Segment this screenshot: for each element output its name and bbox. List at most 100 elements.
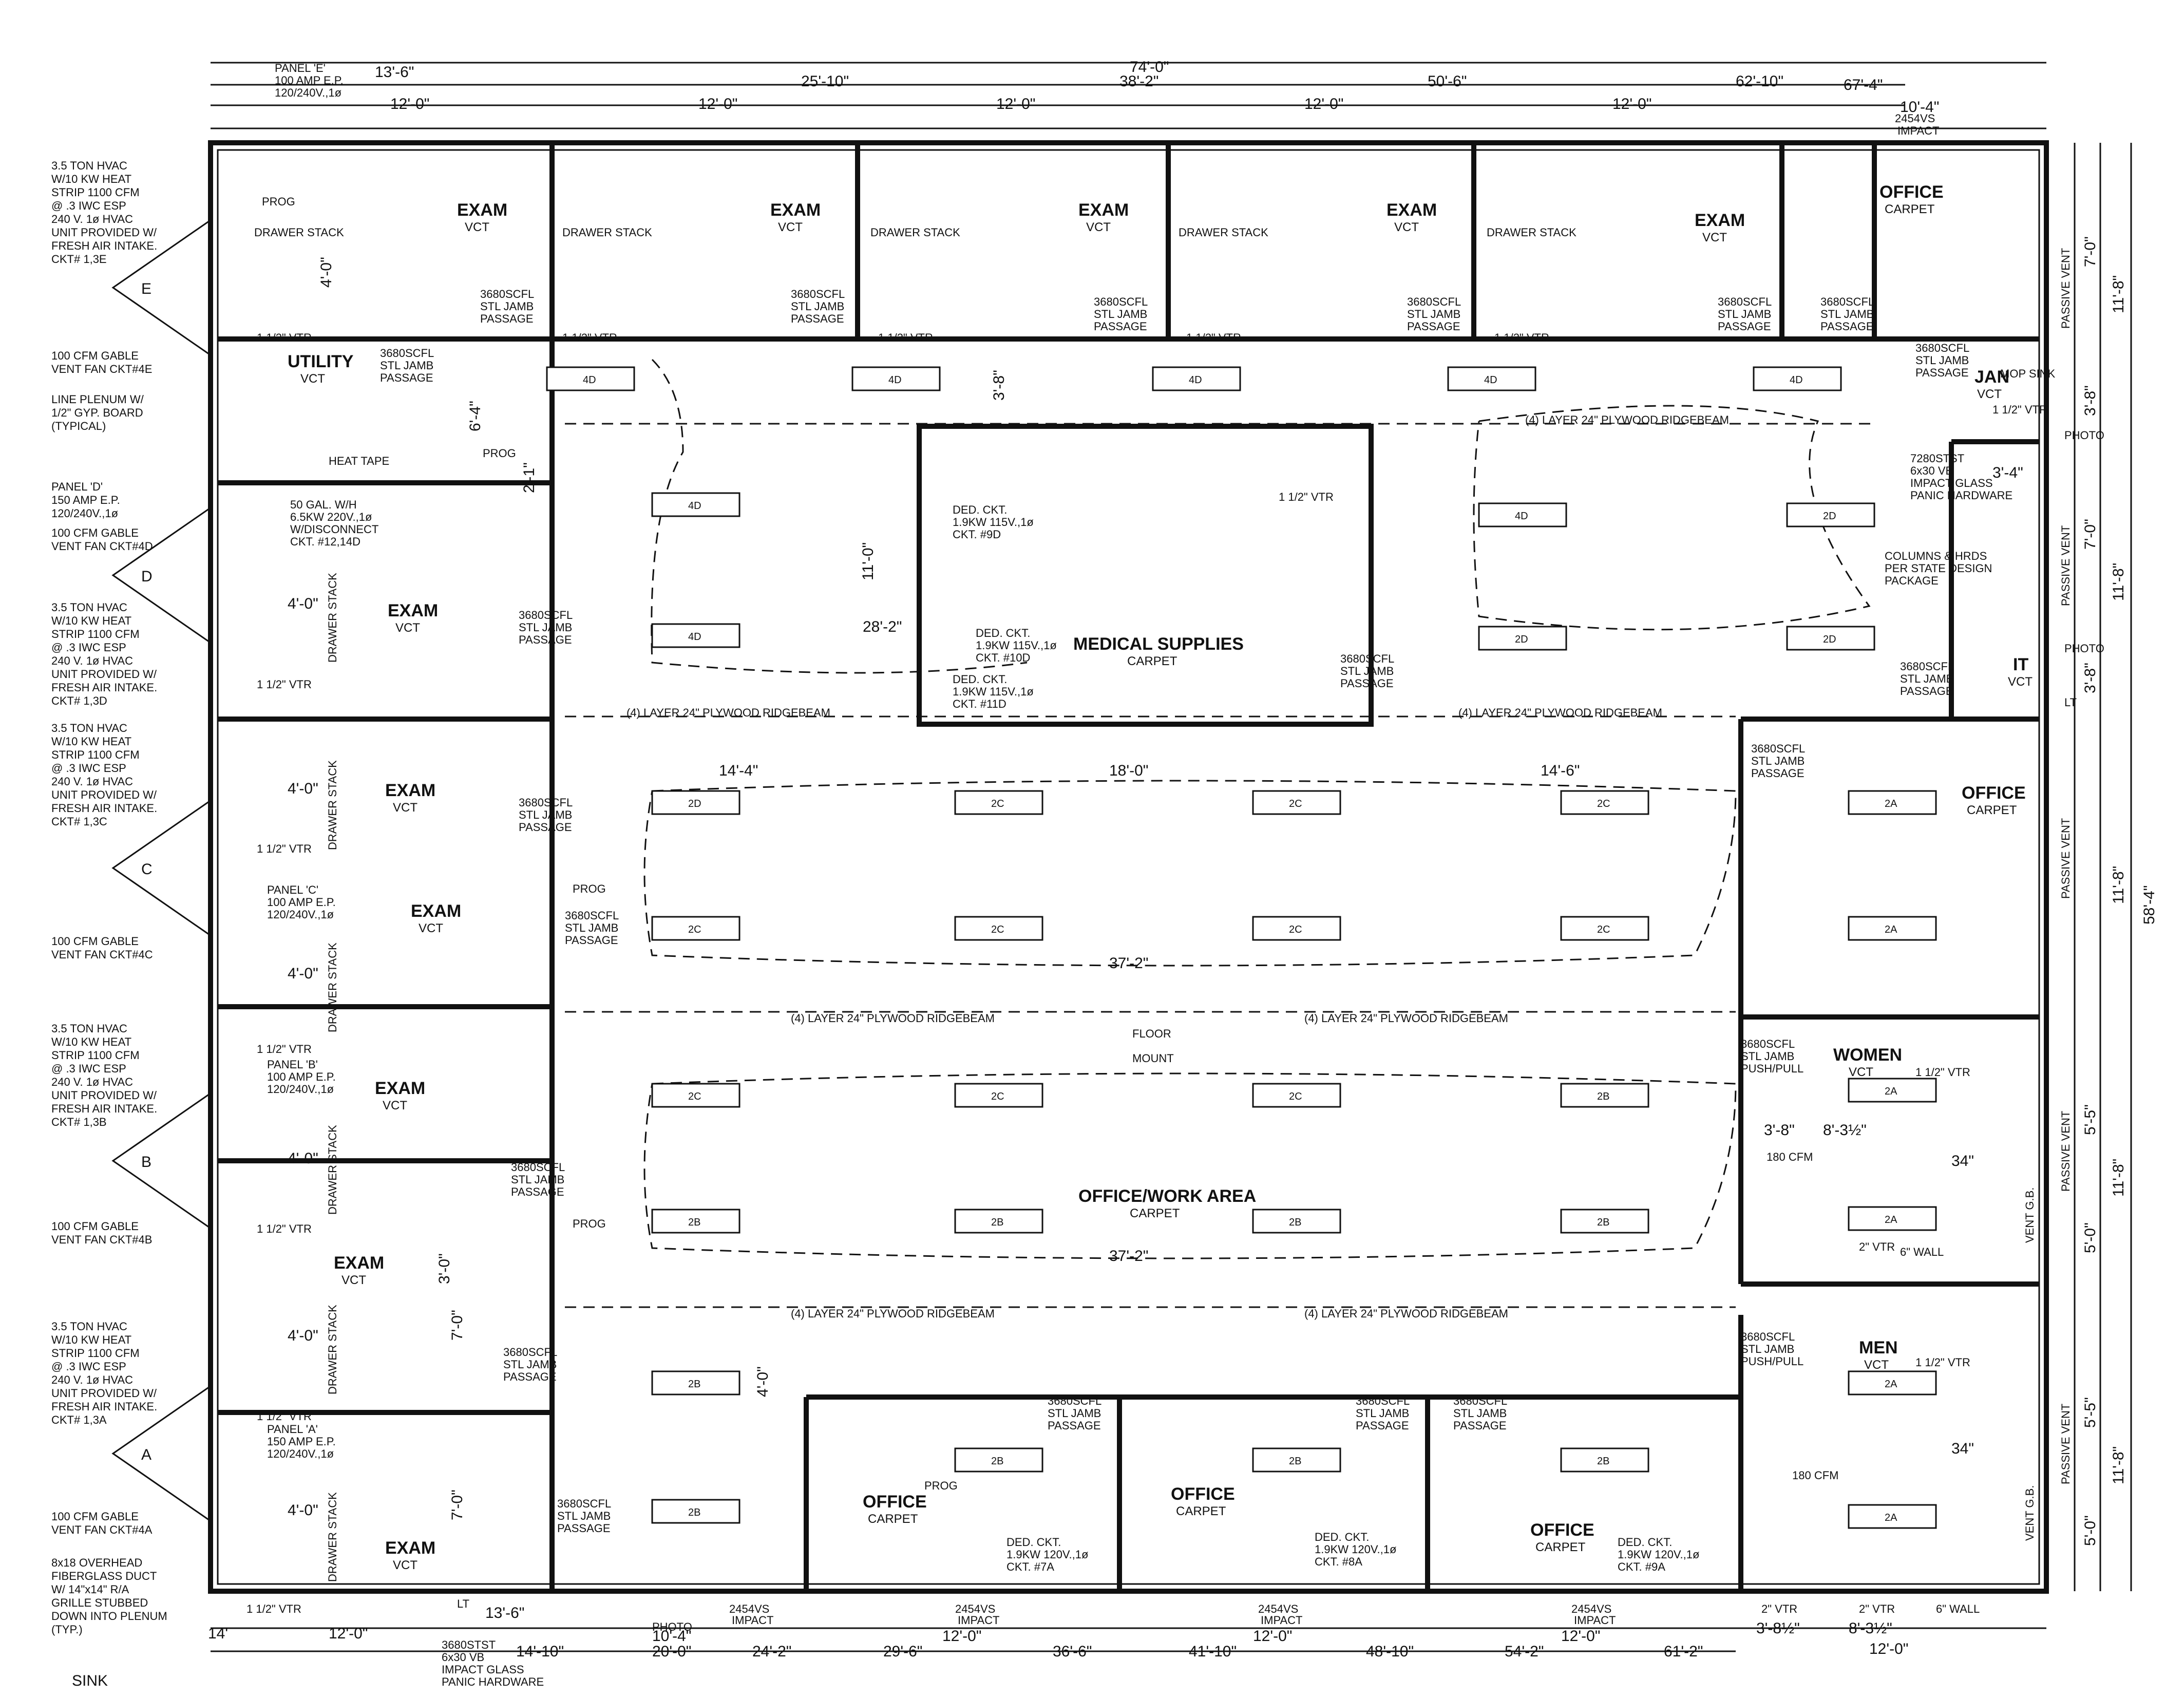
note-gable-d-1: VENT FAN CKT#4D <box>51 540 153 553</box>
prog-4: PROG <box>573 882 606 895</box>
note-hvac-d-3: @ .3 IWC ESP <box>51 641 126 654</box>
dim-b-3-8h: 3'-8½" <box>1756 1620 1800 1637</box>
drawer-stack-c: DRAWER STACK <box>326 760 339 850</box>
note-hvac-c-1: W/10 KW HEAT <box>51 735 131 748</box>
heat-tape: HEAT TAPE <box>329 455 389 467</box>
fixture-tag: 2A <box>1885 1214 1897 1225</box>
room-office-e-finish: CARPET <box>1967 803 2017 817</box>
ridgebeam-label-3: (4) LAYER 24" PLYWOOD RIDGEBEAM <box>1458 706 1662 719</box>
note-door-ne-3: PANIC HARDWARE <box>1910 489 2012 502</box>
room-it: IT <box>2013 655 2028 674</box>
door-label-type: PASSAGE <box>1751 767 1805 780</box>
door-label: 3680SCFL <box>511 1161 565 1174</box>
note-ded-8a-1: 1.9KW 120V.,1ø <box>1315 1543 1396 1556</box>
door-label: 3680SCFL <box>519 609 573 621</box>
note-hvac-d-2: STRIP 1100 CFM <box>51 628 140 640</box>
room-office-s2: OFFICE <box>1171 1484 1235 1504</box>
vtr-3: 1 1/2" VTR <box>878 331 933 344</box>
dim-34-m: 34" <box>1951 1440 1974 1457</box>
exterior-walls <box>208 140 2049 1594</box>
window-impact-s4: IMPACT <box>1574 1614 1616 1627</box>
dim-right-5-0-b: 5'-0" <box>2082 1515 2099 1546</box>
door-label-jamb: STL JAMB <box>503 1358 557 1371</box>
door-label: 3680SCFL <box>1453 1394 1507 1407</box>
note-ded-11d-0: DED. CKT. <box>953 673 1007 686</box>
note-hvac-c-4: 240 V. 1ø HVAC <box>51 775 133 788</box>
room-men: MEN <box>1859 1338 1898 1357</box>
note-gable-e-1: VENT FAN CKT#4E <box>51 363 152 375</box>
room-exam-d: EXAM <box>388 601 438 620</box>
room-office-s3: OFFICE <box>1530 1520 1594 1540</box>
dim-b-41-10: 41'-10" <box>1189 1643 1237 1660</box>
room-exam-c1-finish: VCT <box>393 801 417 815</box>
door-label-type: PASSAGE <box>519 633 572 646</box>
note-door-ne-2: IMPACT GLASS <box>1910 477 1993 489</box>
fixture-tag: 2B <box>1289 1456 1301 1467</box>
dim-11-0: 11'-0" <box>860 542 877 580</box>
dim-4-0-b: 4'-0" <box>288 965 318 982</box>
room-office-s1-finish: CARPET <box>868 1512 918 1526</box>
door-label: 3680SCFL <box>1340 652 1394 665</box>
note-hvac-a-1: W/10 KW HEAT <box>51 1333 131 1346</box>
note-duct-4: DOWN INTO PLENUM <box>51 1610 167 1623</box>
vtr-11: 1 1/2" VTR <box>257 1222 312 1235</box>
door-label-type: PASSAGE <box>1820 320 1874 333</box>
room-office-work-finish: CARPET <box>1130 1206 1180 1220</box>
note-hvac-a-7: CKT# 1,3A <box>51 1413 107 1426</box>
note-panel-c-2: 120/240V.,1ø <box>267 908 334 921</box>
room-exam-c1: EXAM <box>385 781 435 800</box>
north-partitions <box>218 143 2039 1591</box>
fixture-tag: 2B <box>1597 1217 1609 1228</box>
vtr-8: 1 1/2" VTR <box>257 678 312 691</box>
dim-b-8-3h: 8'-3½" <box>1849 1620 1892 1637</box>
fixture-tag: 2A <box>1885 1379 1897 1390</box>
fixture-tag: 4D <box>888 374 902 386</box>
ridgebeam-label-7: (4) LAYER 24" PLYWOOD RIDGEBEAM <box>1304 1307 1508 1320</box>
door-label-type: PASSAGE <box>1915 366 1969 379</box>
dim-right-3-8-b: 3'-8" <box>2082 663 2099 693</box>
note-hvac-b-5: UNIT PROVIDED W/ <box>51 1089 157 1102</box>
door-label-type: PASSAGE <box>1048 1419 1101 1432</box>
door-label-type: PASSAGE <box>791 312 844 325</box>
note-ded-8a-0: DED. CKT. <box>1315 1531 1369 1543</box>
dim-10-4: 10'-4" <box>1900 99 1939 116</box>
door-label: 3680SCFL <box>1820 295 1874 308</box>
door-label-type: PASSAGE <box>1356 1419 1409 1432</box>
note-hvac-c-6: FRESH AIR INTAKE. <box>51 802 157 815</box>
door-label-type: PASSAGE <box>1407 320 1460 333</box>
top-dimensions: 74'-0" 13'-6" 25'-10" 38'-2" 50'-6" 62'-… <box>211 59 2046 129</box>
fixture-tag: 2B <box>1597 1456 1609 1467</box>
door-label: 3680SCFL <box>1915 342 1969 354</box>
drawer-stack-b: DRAWER STACK <box>326 1125 339 1215</box>
small-labels: 2454VS IMPACT 2454VS IMPACT 2454VS IMPAC… <box>246 112 2104 1633</box>
note-floor-mount-1: MOUNT <box>1132 1052 1174 1065</box>
note-hvac-b-6: FRESH AIR INTAKE. <box>51 1102 157 1115</box>
prog-1: PROG <box>924 1479 958 1492</box>
zone-a: A <box>141 1446 151 1463</box>
note-duct-1: FIBERGLASS DUCT <box>51 1570 157 1582</box>
note-panel-e-0: PANEL 'E' <box>275 62 326 74</box>
window-label-s2: 2454VS <box>955 1602 995 1615</box>
fixture-tag: 2C <box>1597 798 1610 809</box>
note-ded-11d-1: 1.9KW 115V.,1ø <box>953 685 1034 698</box>
vtr-15: 1 1/2" VTR <box>1915 1356 1970 1369</box>
right-dimensions: 11'-8" 7'-0" 3'-8" 7'-0" 11'-8" 3'-8" 11… <box>2074 143 2158 1591</box>
ridgebeam-label-6: (4) LAYER 24" PLYWOOD RIDGEBEAM <box>791 1307 995 1320</box>
fixture-tag: 2B <box>1289 1217 1301 1228</box>
note-columns-0: COLUMNS & HRDS <box>1885 550 1987 562</box>
drawer-stack-2: DRAWER STACK <box>562 226 652 239</box>
note-ded-9d-2: CKT. #9D <box>953 528 1001 541</box>
room-jan: JAN <box>1974 367 2009 387</box>
note-wh-1: 6.5KW 220V.,1ø <box>290 511 372 523</box>
dim-right-11-8-e: 11'-8" <box>2110 1446 2127 1484</box>
note-ded-7a-2: CKT. #7A <box>1006 1560 1054 1573</box>
door-label-jamb: STL JAMB <box>1915 354 1969 367</box>
door-label-jamb: STL JAMB <box>565 921 618 934</box>
window-impact-s2: IMPACT <box>958 1614 999 1627</box>
note-panel-e-1: 100 AMP E.P. <box>275 74 344 87</box>
fixture-tag: 4D <box>1189 374 1202 386</box>
fixture-tag: 2C <box>991 798 1004 809</box>
photo-2: PHOTO <box>2064 642 2104 655</box>
room-exam-a-finish: VCT <box>393 1558 417 1572</box>
